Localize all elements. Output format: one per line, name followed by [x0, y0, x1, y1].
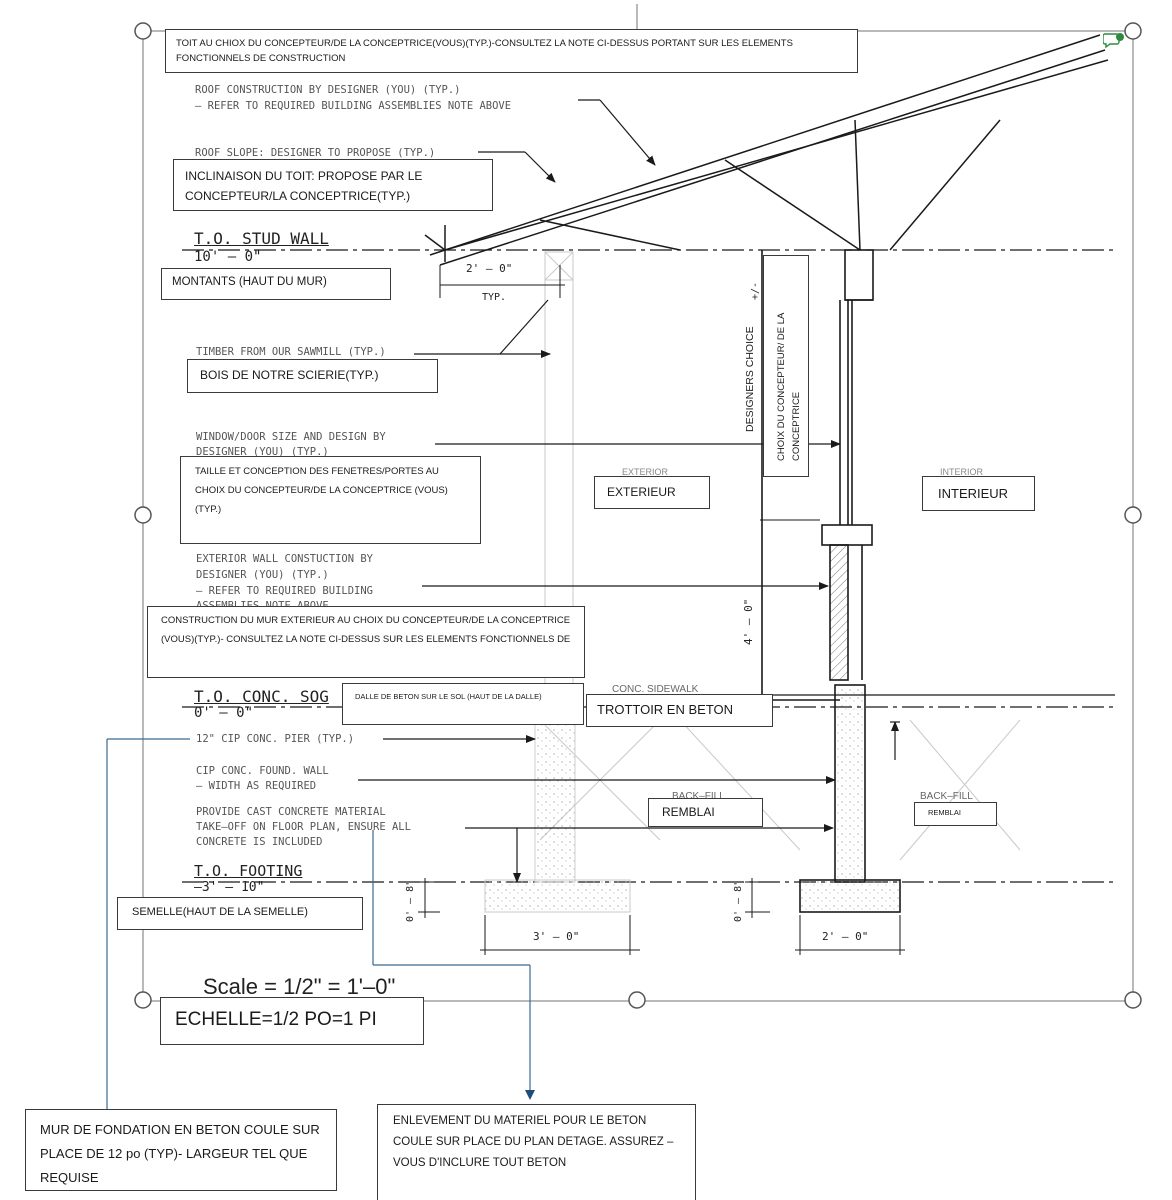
choix-box[interactable]: CHOIX DU CONCEPTEUR/ DE LA CONCEPTRICE	[763, 255, 809, 477]
footing-width-dimension-2: 2' – 0"	[822, 930, 869, 943]
resize-handle-middle-left	[134, 506, 152, 524]
montants-text: MONTANTS (HAUT DU MUR)	[172, 276, 327, 288]
bois-text: BOIS DE NOTRE SCIERIE(TYP.)	[200, 368, 379, 382]
inclinaison-text: INCLINAISON DU TOIT: PROPOSE PAR LE CONC…	[185, 169, 423, 203]
dalle-box[interactable]: DALLE DE BETON SUR LE SOL (HAUT DE LA DA…	[342, 683, 584, 725]
echelle-box[interactable]: ECHELLE=1/2 PO=1 PI	[160, 997, 424, 1045]
footing-elevation: –3' – 10"	[194, 880, 265, 895]
trottoir-text: TROTTOIR EN BETON	[597, 702, 734, 717]
resize-handle-bottom-right	[1124, 991, 1142, 1009]
mur-fondation-box[interactable]: MUR DE FONDATION EN BETON COULE SUR PLAC…	[25, 1109, 337, 1191]
overhang-dimension: 2' – 0"	[466, 262, 513, 275]
enlevement-text: ENLEVEMENT DU MATERIEL POUR LE BETON COU…	[393, 1115, 674, 1169]
window-door-label: WINDOW/DOOR SIZE AND DESIGN BY	[196, 431, 386, 443]
datum-lines	[182, 249, 1115, 883]
exterieur-box[interactable]: EXTERIEUR	[594, 476, 710, 509]
enlevement-box[interactable]: ENLEVEMENT DU MATERIEL POUR LE BETON COU…	[377, 1104, 696, 1200]
toit-note-text: TOIT AU CHIOX DU CONCEPTEUR/DE LA CONCEP…	[176, 38, 793, 64]
interior-ghost-label: INTERIOR	[940, 467, 984, 477]
remblai-text: REMBLAI	[662, 805, 715, 819]
foundation	[484, 684, 1115, 913]
scale-label: Scale = 1/2" = 1'–0"	[203, 974, 396, 999]
taille-box[interactable]: TAILLE ET CONCEPTION DES FENETRES/PORTES…	[180, 456, 481, 544]
found-wall-label: CIP CONC. FOUND. WALL	[196, 765, 329, 777]
semelle-text: SEMELLE(HAUT DE LA SEMELLE)	[132, 906, 308, 918]
bois-box[interactable]: BOIS DE NOTRE SCIERIE(TYP.)	[187, 359, 438, 393]
footing-label: T.O. FOOTING	[194, 862, 303, 880]
resize-handle-bottom-middle	[628, 991, 646, 1009]
backfill-ghost-label: BACK–FILL	[672, 791, 725, 802]
montants-box[interactable]: MONTANTS (HAUT DU MUR)	[161, 268, 391, 300]
dalle-text: DALLE DE BETON SUR LE SOL (HAUT DE LA DA…	[355, 692, 542, 701]
ext-wall-label: EXTERIOR WALL CONSTUCTION BY	[196, 553, 374, 565]
window-door-label-2: DESIGNER (YOU) (TYP.)	[196, 446, 329, 458]
inclinaison-box[interactable]: INCLINAISON DU TOIT: PROPOSE PAR LE CONC…	[173, 159, 493, 211]
found-wall-label-2: – WIDTH AS REQUIRED	[196, 780, 317, 792]
resize-handle-top-left	[134, 22, 152, 40]
remblai-small-box[interactable]: REMBLAI	[914, 802, 997, 826]
trottoir-box[interactable]: TROTTOIR EN BETON	[586, 694, 773, 727]
ext-wall-label-3: – REFER TO REQUIRED BUILDING	[196, 585, 374, 597]
overhang-typ: TYP.	[482, 292, 507, 303]
taille-text: TAILLE ET CONCEPTION DES FENETRES/PORTES…	[195, 466, 448, 515]
timber-label: TIMBER FROM OUR SAWMILL (TYP.)	[196, 346, 386, 358]
conc-sog-label: T.O. CONC. SOG	[194, 687, 329, 706]
stud-wall-label: T.O. STUD WALL	[194, 229, 329, 248]
semelle-box[interactable]: SEMELLE(HAUT DE LA SEMELLE)	[117, 897, 363, 930]
conc-sog-elevation: 0' – 0"	[194, 705, 254, 721]
resize-handles[interactable]	[134, 22, 1142, 1009]
provide-label: PROVIDE CAST CONCRETE MATERIAL	[196, 806, 386, 818]
toit-note-box[interactable]: TOIT AU CHIOX DU CONCEPTEUR/DE LA CONCEP…	[165, 29, 858, 73]
ext-wall-label-2: DESIGNER (YOU) (TYP.)	[196, 569, 329, 581]
backfill-ghost-label-2: BACK–FILL	[920, 791, 973, 802]
resize-handle-top-right	[1124, 22, 1142, 40]
interieur-text: INTERIEUR	[938, 486, 1009, 501]
footing-height-dimension-1: 0' – 8"	[405, 879, 416, 922]
wall-height-dimension: 4' – 0"	[742, 598, 755, 645]
plus-minus-dimension: +/-	[750, 281, 761, 300]
stud-wall-elevation: 10' – 0"	[194, 249, 262, 265]
designers-choice-label: DESIGNERS CHOICE	[744, 326, 756, 432]
roof-slope-label: ROOF SLOPE: DESIGNER TO PROPOSE (TYP.)	[195, 147, 436, 159]
conc-sidewalk-ghost-label: CONC. SIDEWALK	[612, 684, 699, 695]
interieur-box[interactable]: INTERIEUR	[922, 476, 1035, 511]
roof-assembly	[424, 34, 1109, 266]
pier-label: 12" CIP CONC. PIER (TYP.)	[196, 733, 355, 745]
construction-text: CONSTRUCTION DU MUR EXTERIEUR AU CHOIX D…	[161, 615, 571, 645]
provide-label-2: TAKE–OFF ON FLOOR PLAN, ENSURE ALL	[196, 821, 411, 833]
remblai-box[interactable]: REMBLAI	[648, 798, 763, 827]
exterieur-text: EXTERIEUR	[607, 485, 676, 499]
remblai-small-text: REMBLAI	[928, 808, 961, 817]
comment-icon[interactable]	[1102, 32, 1125, 50]
resize-handle-middle-right	[1124, 506, 1142, 524]
provide-label-3: CONCRETE IS INCLUDED	[196, 836, 323, 848]
construction-box[interactable]: CONSTRUCTION DU MUR EXTERIEUR AU CHOIX D…	[147, 606, 585, 678]
footing-width-dimension-1: 3' – 0"	[533, 930, 580, 943]
roof-construction-label: ROOF CONSTRUCTION BY DESIGNER (YOU) (TYP…	[195, 84, 461, 96]
resize-handle-bottom-left	[134, 991, 152, 1009]
dimension-lines	[418, 262, 905, 955]
footing-height-dimension-2: 0' – 8"	[733, 879, 744, 922]
choix-text: CHOIX DU CONCEPTEUR/ DE LA CONCEPTRICE	[776, 313, 802, 461]
blue-leaders	[106, 738, 535, 1110]
exterior-ghost-label: EXTERIOR	[622, 467, 669, 477]
roof-construction-note: – REFER TO REQUIRED BUILDING ASSEMBLIES …	[195, 100, 512, 112]
echelle-text: ECHELLE=1/2 PO=1 PI	[175, 1009, 377, 1030]
mur-fondation-text: MUR DE FONDATION EN BETON COULE SUR PLAC…	[40, 1122, 320, 1185]
